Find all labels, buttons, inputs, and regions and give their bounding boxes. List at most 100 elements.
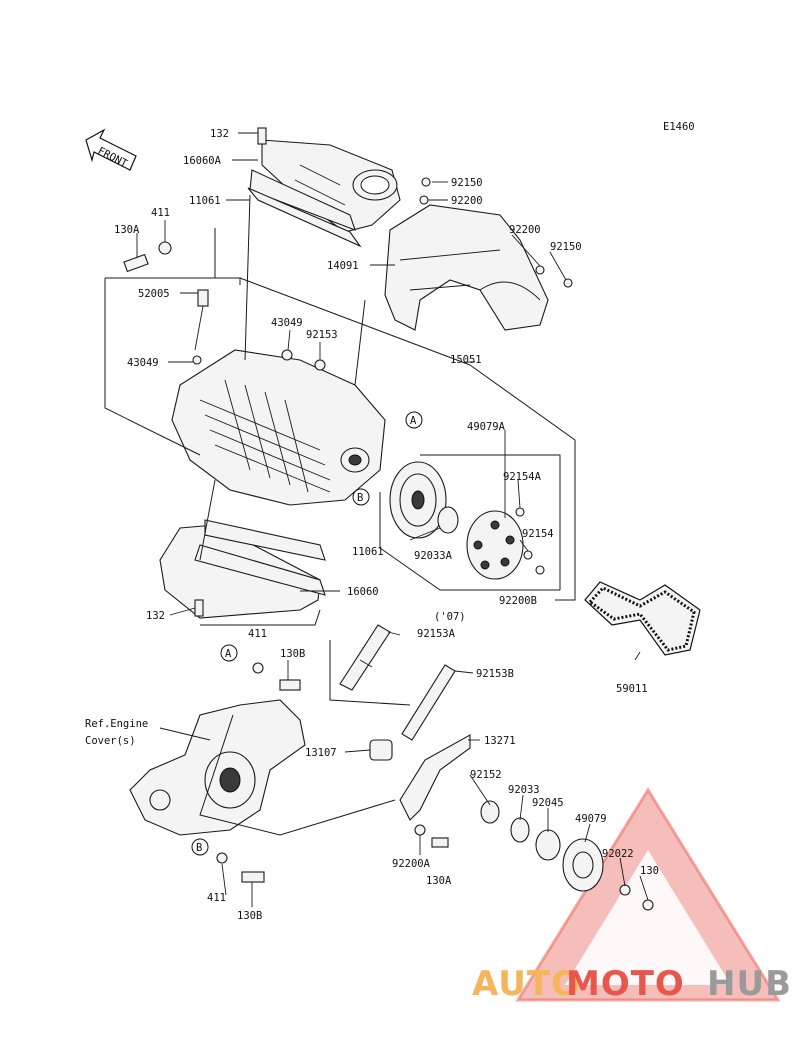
ref-label-line2: Cover(s) xyxy=(85,735,136,747)
callout-a-bottom: A xyxy=(220,644,238,662)
coupler-49079a xyxy=(466,510,524,580)
part-label-130b-top: 130B xyxy=(280,648,305,660)
part-label-92200a: 92200A xyxy=(392,858,431,870)
part-label-11061-mid: 11061 xyxy=(352,546,384,558)
bolt-92154 xyxy=(523,550,533,560)
supercharger-fins xyxy=(199,379,331,493)
part-label-14091: 14091 xyxy=(327,260,359,272)
supercharger-cover-14091 xyxy=(384,204,549,331)
tensioner-bracket-13271 xyxy=(399,734,471,821)
part-label-92045: 92045 xyxy=(532,797,564,809)
watermark-text: AUTO MOTO HUB xyxy=(472,964,792,1004)
part-label-130b-bot: 130B xyxy=(237,910,262,922)
ref-label-line1: Ref.Engine xyxy=(85,718,148,730)
front-arrow-icon: FRONT xyxy=(85,128,137,171)
callout-b-top: B xyxy=(352,488,370,506)
upper-intake-cover xyxy=(249,139,401,233)
watermark-part2: MOTO xyxy=(566,964,685,1004)
watermark-part1: AUTO xyxy=(472,964,581,1004)
washer-92200a xyxy=(414,824,426,836)
part-label-43049-a: 43049 xyxy=(271,317,303,329)
collar-92152 xyxy=(480,800,500,824)
washer-92022 xyxy=(619,884,631,896)
drive-belt-59011 xyxy=(584,581,701,656)
part-label-92150-a: 92150 xyxy=(451,177,483,189)
part-label-130: 130 xyxy=(640,865,659,877)
part-label-13107: 13107 xyxy=(305,747,337,759)
idler-pulley-49079 xyxy=(562,838,604,892)
part-label-92200-b: 92200 xyxy=(509,224,541,236)
washer-92200-b xyxy=(535,265,545,275)
oring-43049-b xyxy=(281,349,293,361)
part-label-13271: 13271 xyxy=(484,735,516,747)
circlip-92033 xyxy=(510,817,530,843)
washer-411-top xyxy=(158,241,172,255)
bolt-92150-a xyxy=(421,177,431,187)
reference-frames xyxy=(104,194,576,836)
part-label-11061-top: 11061 xyxy=(189,195,221,207)
part-label-411-bot: 411 xyxy=(207,892,226,904)
bolt-130a-bot xyxy=(431,837,449,848)
bolt-130b-bot xyxy=(241,871,265,883)
washer-92200-a xyxy=(419,195,429,205)
svg-text:B: B xyxy=(357,492,363,504)
part-label-15051: 15051 xyxy=(450,354,482,366)
watermark-logo xyxy=(515,787,781,1002)
part-label-130a-top: 130A xyxy=(114,224,140,236)
engine-cover xyxy=(129,699,306,836)
part-label-92152: 92152 xyxy=(470,769,502,781)
washer-411-bot xyxy=(216,852,228,864)
part-label-92150-b: 92150 xyxy=(550,241,582,253)
leader-lines xyxy=(136,132,649,907)
callout-b-bottom: B xyxy=(191,838,209,856)
part-label-59011: 59011 xyxy=(616,683,648,695)
part-label-92153a: 92153A xyxy=(417,628,456,640)
bolt-130 xyxy=(642,899,654,911)
watermark-part3: HUB xyxy=(707,964,792,1004)
lower-cover-16060 xyxy=(159,519,326,619)
bearing-92045 xyxy=(535,829,561,861)
part-label-92154: 92154 xyxy=(522,528,554,540)
gasket-11061-top xyxy=(247,187,362,248)
washer-411-mid xyxy=(252,662,264,674)
bolt-130b-top xyxy=(279,679,301,691)
part-label-16060a: 16060A xyxy=(183,155,222,167)
svg-text:A: A xyxy=(225,648,232,660)
supercharger-body xyxy=(171,349,386,506)
part-label-92033a: 92033A xyxy=(414,550,453,562)
oring-92033a xyxy=(437,506,459,534)
part-label-411-top: 411 xyxy=(151,207,170,219)
part-label-43049-b: 43049 xyxy=(127,357,159,369)
part-label-92154a: 92154A xyxy=(503,471,542,483)
bolt-92153 xyxy=(314,359,326,371)
part-label-49079a: 49079A xyxy=(467,421,506,433)
part-label-132-bot: 132 xyxy=(146,610,165,622)
part-label-92153: 92153 xyxy=(306,329,338,341)
shaft-92153b xyxy=(401,664,456,741)
part-label-92200-a: 92200 xyxy=(451,195,483,207)
callout-a-top: A xyxy=(405,411,423,429)
part-label-92153b: 92153B xyxy=(476,668,514,680)
shaft-92153a xyxy=(339,624,391,691)
bolt-92150-b xyxy=(563,278,573,288)
bolt-132-top xyxy=(257,127,267,145)
part-label-07: ('07) xyxy=(434,611,466,623)
part-label-92200b: 92200B xyxy=(499,595,537,607)
part-label-52005: 52005 xyxy=(138,288,170,300)
part-label-16060: 16060 xyxy=(347,586,379,598)
part-label-132-top: 132 xyxy=(210,128,229,140)
part-label-49079: 49079 xyxy=(575,813,607,825)
diagram-code: E1460 xyxy=(663,121,695,133)
part-label-411-mid: 411 xyxy=(248,628,267,640)
part-label-92033: 92033 xyxy=(508,784,540,796)
part-label-92022: 92022 xyxy=(602,848,634,860)
oring-43049 xyxy=(192,355,202,365)
svg-text:B: B xyxy=(196,842,202,854)
washer-92200b xyxy=(535,565,545,575)
drive-pulley xyxy=(389,461,447,539)
bolt-132-bot xyxy=(194,599,204,617)
sensor-52005 xyxy=(197,289,209,307)
tensioner-13107 xyxy=(369,739,393,761)
svg-text:A: A xyxy=(410,415,417,427)
